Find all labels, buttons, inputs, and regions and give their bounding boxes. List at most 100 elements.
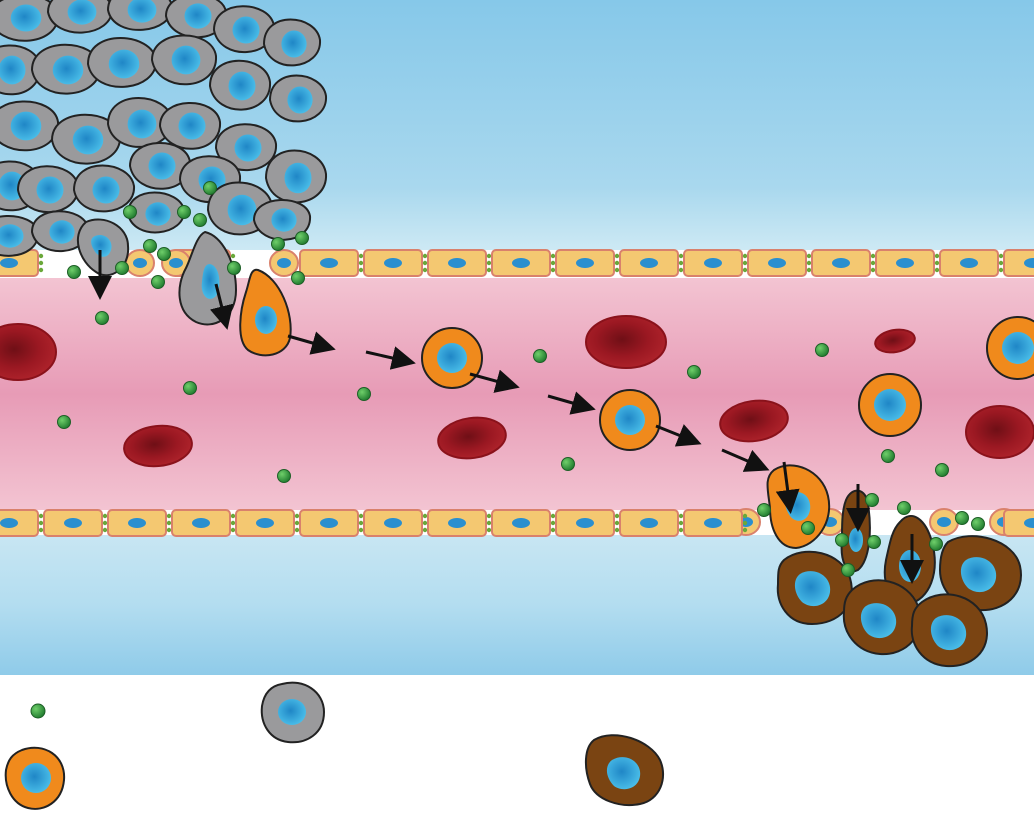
tumor-nucleus (67, 0, 97, 25)
signal-molecule (57, 415, 71, 429)
cell-junction (358, 520, 364, 526)
endothelial-nucleus (512, 258, 530, 268)
cell-junction (358, 260, 364, 266)
cell-junction (550, 267, 556, 273)
endothelial-nucleus (448, 518, 466, 528)
cell-junction (678, 260, 684, 266)
tumor-nucleus (281, 30, 307, 58)
cell-junction (422, 520, 428, 526)
arrow (469, 369, 520, 393)
signal-molecule (971, 517, 985, 531)
cell-junction (678, 527, 684, 533)
signal-molecule (955, 511, 969, 525)
signal-molecule (203, 181, 217, 195)
cell-junction (678, 520, 684, 526)
tumor-nucleus (108, 49, 140, 79)
cell-junction (486, 267, 492, 273)
cell-junction (486, 260, 492, 266)
cell-junction (422, 253, 428, 259)
signal-molecule (151, 275, 165, 289)
endothelial-nucleus (169, 258, 183, 268)
cell-junction (742, 267, 748, 273)
tumor-nucleus (72, 125, 104, 155)
metastatic-nucleus (849, 528, 863, 552)
arrow (365, 346, 416, 370)
signal-molecule (687, 365, 701, 379)
signal-molecule (897, 501, 911, 515)
cell-junction (934, 253, 940, 259)
circulating-nucleus (255, 306, 277, 334)
signal-molecule (935, 463, 949, 477)
cell-junction (422, 267, 428, 273)
cell-junction (230, 513, 236, 519)
tumor-nucleus (52, 55, 84, 85)
cell-junction (38, 513, 44, 519)
endothelial-nucleus (384, 258, 402, 268)
endothelial-nucleus (64, 518, 82, 528)
cell-junction (614, 253, 620, 259)
cell-junction (230, 527, 236, 533)
endothelial-nucleus (768, 258, 786, 268)
red-blood-cell (874, 328, 916, 354)
cell-junction (38, 253, 44, 259)
cell-junction (422, 527, 428, 533)
cell-junction (358, 527, 364, 533)
signal-molecule (881, 449, 895, 463)
signal-molecule (841, 563, 855, 577)
cell-junction (742, 260, 748, 266)
cell-junction (358, 513, 364, 519)
endothelial-nucleus (832, 258, 850, 268)
tumor-nucleus (234, 134, 262, 162)
signal-molecule (929, 537, 943, 551)
endothelial-nucleus (704, 258, 722, 268)
signal-molecule (227, 261, 241, 275)
cell-junction (38, 260, 44, 266)
endothelial-nucleus (640, 258, 658, 268)
endothelial-nucleus (937, 517, 951, 527)
signal-molecule (561, 457, 575, 471)
signal-molecule (277, 469, 291, 483)
cell-junction (358, 267, 364, 273)
circulating-nucleus (1002, 332, 1034, 364)
cell-junction (294, 527, 300, 533)
metastatic-nucleus (860, 603, 897, 639)
signal-molecule (123, 205, 137, 219)
cell-junction (806, 260, 812, 266)
tumor-nucleus (127, 109, 157, 139)
cell-junction (550, 513, 556, 519)
cell-junction (230, 253, 236, 259)
cell-junction (742, 520, 748, 526)
legend (4, 681, 665, 810)
endothelial-nucleus (384, 518, 402, 528)
red-blood-cells (0, 315, 1034, 468)
cell-junction (614, 260, 620, 266)
tumor-nucleus (232, 16, 260, 44)
cell-junction (38, 527, 44, 533)
signal-molecule (295, 231, 309, 245)
signal-molecule (867, 535, 881, 549)
arrow (655, 424, 702, 447)
tumor-nucleus (0, 55, 26, 85)
intravasating-nucleus (201, 264, 220, 299)
endothelial-nucleus (448, 258, 466, 268)
arrow (287, 331, 336, 355)
tumor-nucleus (228, 71, 256, 101)
cell-junction (486, 513, 492, 519)
arrow (209, 283, 234, 330)
signal-molecule (835, 533, 849, 547)
circulating-tumor-cells (239, 268, 1034, 550)
cell-junction (166, 527, 172, 533)
tumor-nucleus (284, 162, 312, 194)
cell-junction (998, 253, 1004, 259)
signal-molecule (95, 311, 109, 325)
cell-junction (870, 260, 876, 266)
tumor-nucleus (36, 176, 64, 204)
red-blood-cell (0, 323, 57, 381)
signal-molecule-legend (30, 703, 46, 719)
cell-junction (934, 260, 940, 266)
cell-junction (678, 267, 684, 273)
tumor-nucleus (178, 112, 206, 140)
endothelial-nucleus (277, 258, 291, 268)
cell-junction (486, 527, 492, 533)
